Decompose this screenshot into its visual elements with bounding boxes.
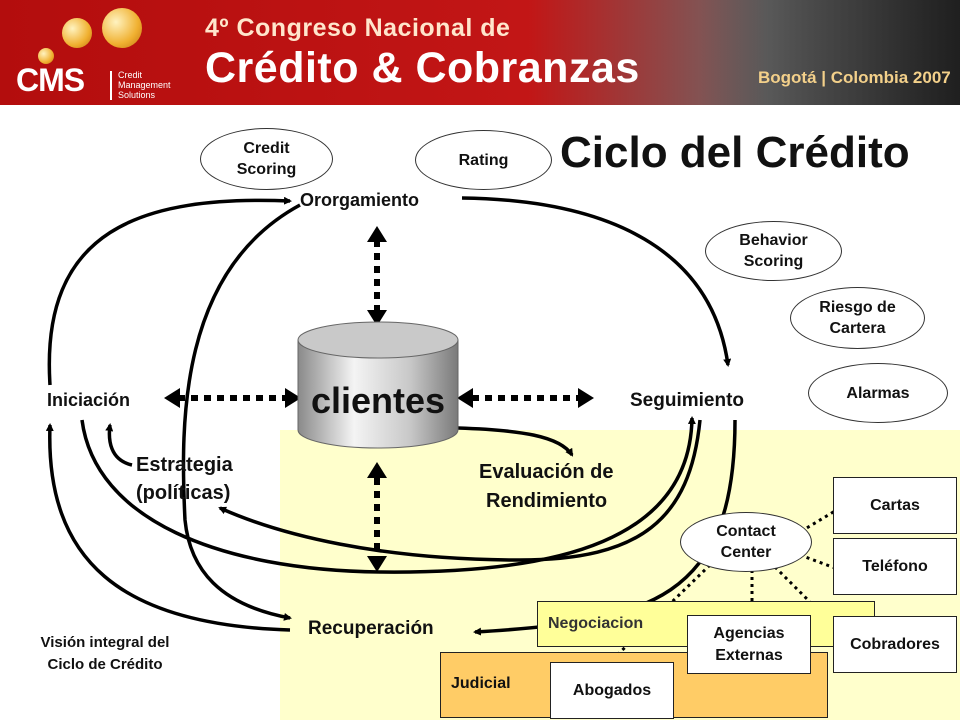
negociacion-label: Negociacion <box>548 615 644 632</box>
arrow-clientes-evaluacion <box>457 426 574 457</box>
behavior-line1: Behavior <box>739 232 808 249</box>
node-estrategia-line1: Estrategia <box>136 454 233 476</box>
dotted-arrow-heads <box>164 226 594 572</box>
riesgo-line1: Riesgo de <box>819 299 896 316</box>
cartas-label: Cartas <box>870 496 920 514</box>
banner-title-line1: 4º Congreso Nacional de <box>205 14 511 42</box>
oval-credit-scoring: Credit Scoring <box>200 128 333 190</box>
behavior-line2: Scoring <box>743 253 804 270</box>
banner-title-line2: Crédito & Cobranzas <box>205 44 640 92</box>
box-cartas: Cartas <box>833 477 957 534</box>
vision-line1: Visión integral del <box>40 634 170 651</box>
agencias-line1: Agencias <box>713 624 785 642</box>
box-telefono: Teléfono <box>833 538 957 595</box>
alarmas-label: Alarmas <box>846 384 910 402</box>
logo-cms: CMS <box>16 62 85 98</box>
logo-divider <box>110 71 112 100</box>
riesgo-line2: Cartera <box>829 320 886 337</box>
node-evaluacion-line1: Evaluación de <box>479 461 614 483</box>
node-estrategia-line2: (políticas) <box>136 482 231 504</box>
contact-line2: Center <box>720 544 772 561</box>
contact-line1: Contact <box>716 523 776 540</box>
clientes-label: clientes <box>310 380 446 421</box>
arrow-seguimiento-estrategia <box>218 419 702 562</box>
arrow-iniciacion-otorgamiento <box>47 196 292 386</box>
judicial-label: Judicial <box>451 675 511 692</box>
oval-rating: Rating <box>415 130 552 190</box>
credit-scoring-line1: Credit <box>243 140 290 157</box>
abogados-label: Abogados <box>572 681 652 699</box>
logo-ball-icon <box>62 18 92 48</box>
arrow-recuperacion-iniciacion <box>45 423 291 632</box>
node-otorgamiento: Ororgamiento <box>300 190 420 210</box>
box-agencias-externas: Agencias Externas <box>687 615 811 674</box>
node-evaluacion-line2: Rendimiento <box>486 490 608 512</box>
dotted-arrows <box>178 240 578 556</box>
telefono-label: Teléfono <box>862 557 928 575</box>
logo-ball-icon <box>38 48 54 64</box>
rating-label: Rating <box>458 151 509 169</box>
oval-contact-center: Contact Center <box>680 512 812 572</box>
arrow-estrategia-iniciacion <box>105 423 133 467</box>
node-recuperacion: Recuperación <box>308 618 434 639</box>
vision-line2: Ciclo de Crédito <box>47 656 163 673</box>
node-seguimiento: Seguimiento <box>630 390 745 411</box>
oval-alarmas: Alarmas <box>808 363 948 423</box>
arrow-estrategia-recuperacion <box>181 203 301 621</box>
arrow-cycle-seguimiento <box>80 416 696 574</box>
curved-arrows <box>45 196 737 636</box>
credit-scoring-line2: Scoring <box>236 161 297 178</box>
page-title: Ciclo del Crédito <box>560 128 910 177</box>
banner-shade <box>700 0 960 105</box>
agencias-line2: Externas <box>715 646 783 664</box>
node-iniciacion: Iniciación <box>47 390 131 410</box>
vision-caption: Visión integral del Ciclo de Crédito <box>20 632 190 676</box>
clientes-cylinder <box>297 321 459 449</box>
box-cobradores: Cobradores <box>833 616 957 673</box>
banner-location: Bogotá | Colombia 2007 <box>758 68 951 87</box>
logo-subtitle: Credit Management Solutions <box>118 70 171 100</box>
header-banner: CMS Credit Management Solutions 4º Congr… <box>0 0 960 105</box>
cobradores-label: Cobradores <box>850 635 940 653</box>
logo-ball-icon <box>102 8 142 48</box>
box-abogados: Abogados <box>550 662 674 719</box>
oval-riesgo-cartera: Riesgo de Cartera <box>790 287 925 349</box>
arrow-otorgamiento-seguimiento <box>461 196 732 367</box>
oval-behavior-scoring: Behavior Scoring <box>705 221 842 281</box>
